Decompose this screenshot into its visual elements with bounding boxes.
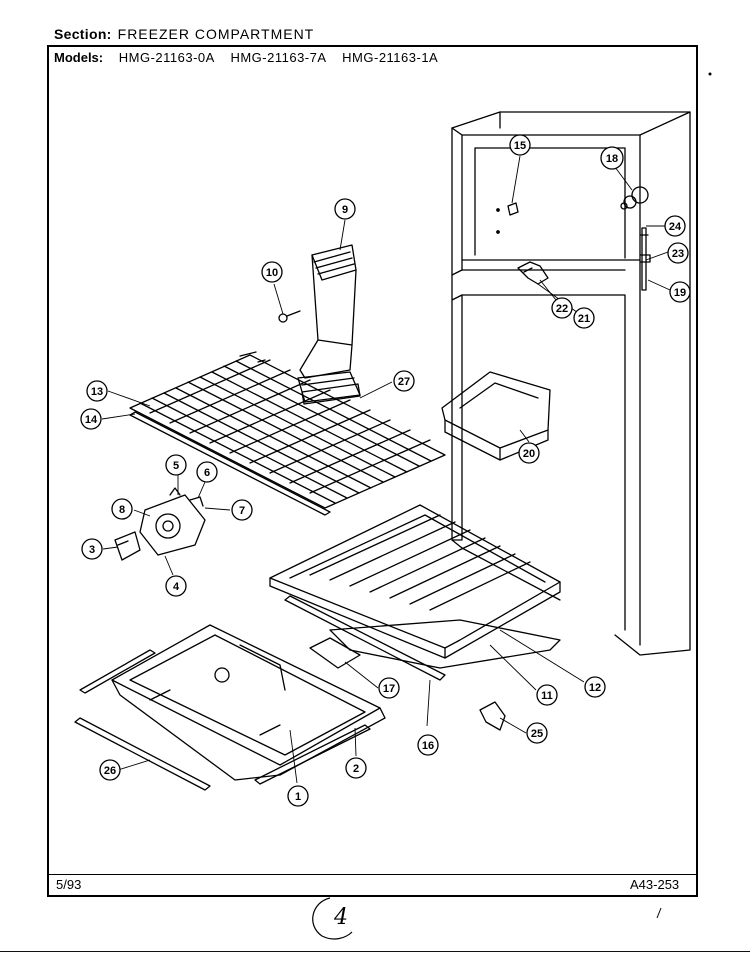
section-label: Section: (54, 26, 112, 42)
svg-text:9: 9 (342, 204, 348, 216)
callout-6: 6 (196, 461, 218, 483)
callout-16: 16 (417, 734, 439, 756)
callout-27: 27 (393, 370, 415, 392)
section-value: FREEZER COMPARTMENT (117, 26, 315, 42)
callout-13: 13 (86, 380, 108, 402)
svg-text:26: 26 (104, 765, 116, 777)
svg-text:17: 17 (383, 683, 395, 695)
svg-text:16: 16 (422, 740, 434, 752)
svg-text:15: 15 (514, 140, 526, 152)
part-2-side-rail (254, 724, 371, 785)
cabinet-outline (451, 111, 691, 656)
part-18-knob (620, 186, 649, 210)
svg-text:7: 7 (239, 505, 245, 517)
part-11-shelf-insert (329, 619, 561, 669)
svg-text:1: 1 (295, 791, 301, 803)
svg-text:2: 2 (353, 763, 359, 775)
callout-15: 15 (509, 134, 531, 156)
svg-text:3: 3 (89, 544, 95, 556)
models-label: Models: (54, 50, 104, 65)
part-26-front-strip (74, 717, 211, 791)
callout-14: 14 (80, 408, 102, 430)
part-21-clip (517, 261, 549, 285)
part-1-freezer-pan (111, 624, 386, 781)
callout-1: 1 (287, 785, 309, 807)
model-number: HMG-21163-1A (342, 50, 439, 65)
callout-7: 7 (231, 499, 253, 521)
callout-4: 4 (165, 575, 187, 597)
svg-text:13: 13 (91, 386, 103, 398)
speck (708, 72, 712, 76)
callout-23: 23 (667, 242, 689, 264)
svg-text:22: 22 (556, 303, 568, 315)
callout-25: 25 (526, 722, 548, 744)
diagram-frame (47, 45, 698, 897)
svg-text:11: 11 (541, 690, 553, 702)
part-25-bracket (479, 701, 506, 731)
footer-date: 5/93 (56, 877, 82, 892)
svg-text:24: 24 (669, 221, 682, 233)
part-27-duct-base (301, 383, 361, 405)
part-14-shelf-bar (129, 411, 331, 516)
speck (656, 907, 662, 919)
callout-8: 8 (111, 498, 133, 520)
model-number: HMG-21163-0A (118, 50, 215, 65)
part-12-glass-shelf (269, 504, 561, 659)
part-17-cover (309, 637, 361, 669)
svg-text:5: 5 (173, 460, 179, 472)
callout-18: 18 (600, 146, 624, 170)
model-number: HMG-21163-7A (230, 50, 327, 65)
part-26-left-rail (79, 649, 156, 694)
svg-text:21: 21 (578, 313, 590, 325)
callout-10: 10 (261, 261, 283, 283)
svg-text:19: 19 (674, 287, 686, 299)
callout-19: 19 (669, 281, 691, 303)
callout-labels: 15 18 24 23 19 9 10 22 21 13 14 27 20 5 … (80, 134, 691, 807)
svg-text:25: 25 (531, 728, 543, 740)
callout-3: 3 (81, 538, 103, 560)
svg-text:4: 4 (333, 905, 348, 930)
svg-text:23: 23 (672, 248, 684, 260)
part-20-ice-bin (441, 371, 551, 461)
callout-24: 24 (664, 215, 686, 237)
part-16-front-trim (284, 595, 446, 681)
callout-26: 26 (99, 759, 121, 781)
callout-20: 20 (518, 442, 540, 464)
footer-doc-code: A43-253 (630, 877, 680, 892)
callout-5: 5 (165, 454, 187, 476)
svg-text:12: 12 (589, 682, 601, 694)
fan-motor-assembly (114, 487, 206, 561)
callout-12: 12 (584, 676, 606, 698)
part-9-duct (297, 244, 361, 403)
svg-text:8: 8 (119, 504, 125, 516)
callout-17: 17 (378, 677, 400, 699)
footer-divider (47, 874, 698, 875)
svg-text:18: 18 (606, 153, 618, 165)
bottom-rule (0, 951, 750, 952)
svg-text:14: 14 (85, 414, 98, 426)
callout-11: 11 (536, 684, 558, 706)
svg-text:20: 20 (523, 448, 535, 460)
callout-22: 22 (551, 297, 573, 319)
svg-text:6: 6 (204, 467, 210, 479)
handwritten-mark: 4 (312, 897, 353, 940)
callout-21: 21 (573, 307, 595, 329)
section-heading: Section: FREEZER COMPARTMENT (54, 26, 314, 42)
part-15-bracket (507, 202, 519, 216)
callout-9: 9 (334, 198, 356, 220)
part-13-wire-shelf (129, 351, 446, 509)
svg-text:10: 10 (266, 267, 278, 279)
svg-text:4: 4 (173, 581, 180, 593)
callout-2: 2 (345, 757, 367, 779)
svg-text:27: 27 (398, 376, 410, 388)
models-heading: Models: HMG-21163-0A HMG-21163-7A HMG-21… (54, 50, 438, 65)
